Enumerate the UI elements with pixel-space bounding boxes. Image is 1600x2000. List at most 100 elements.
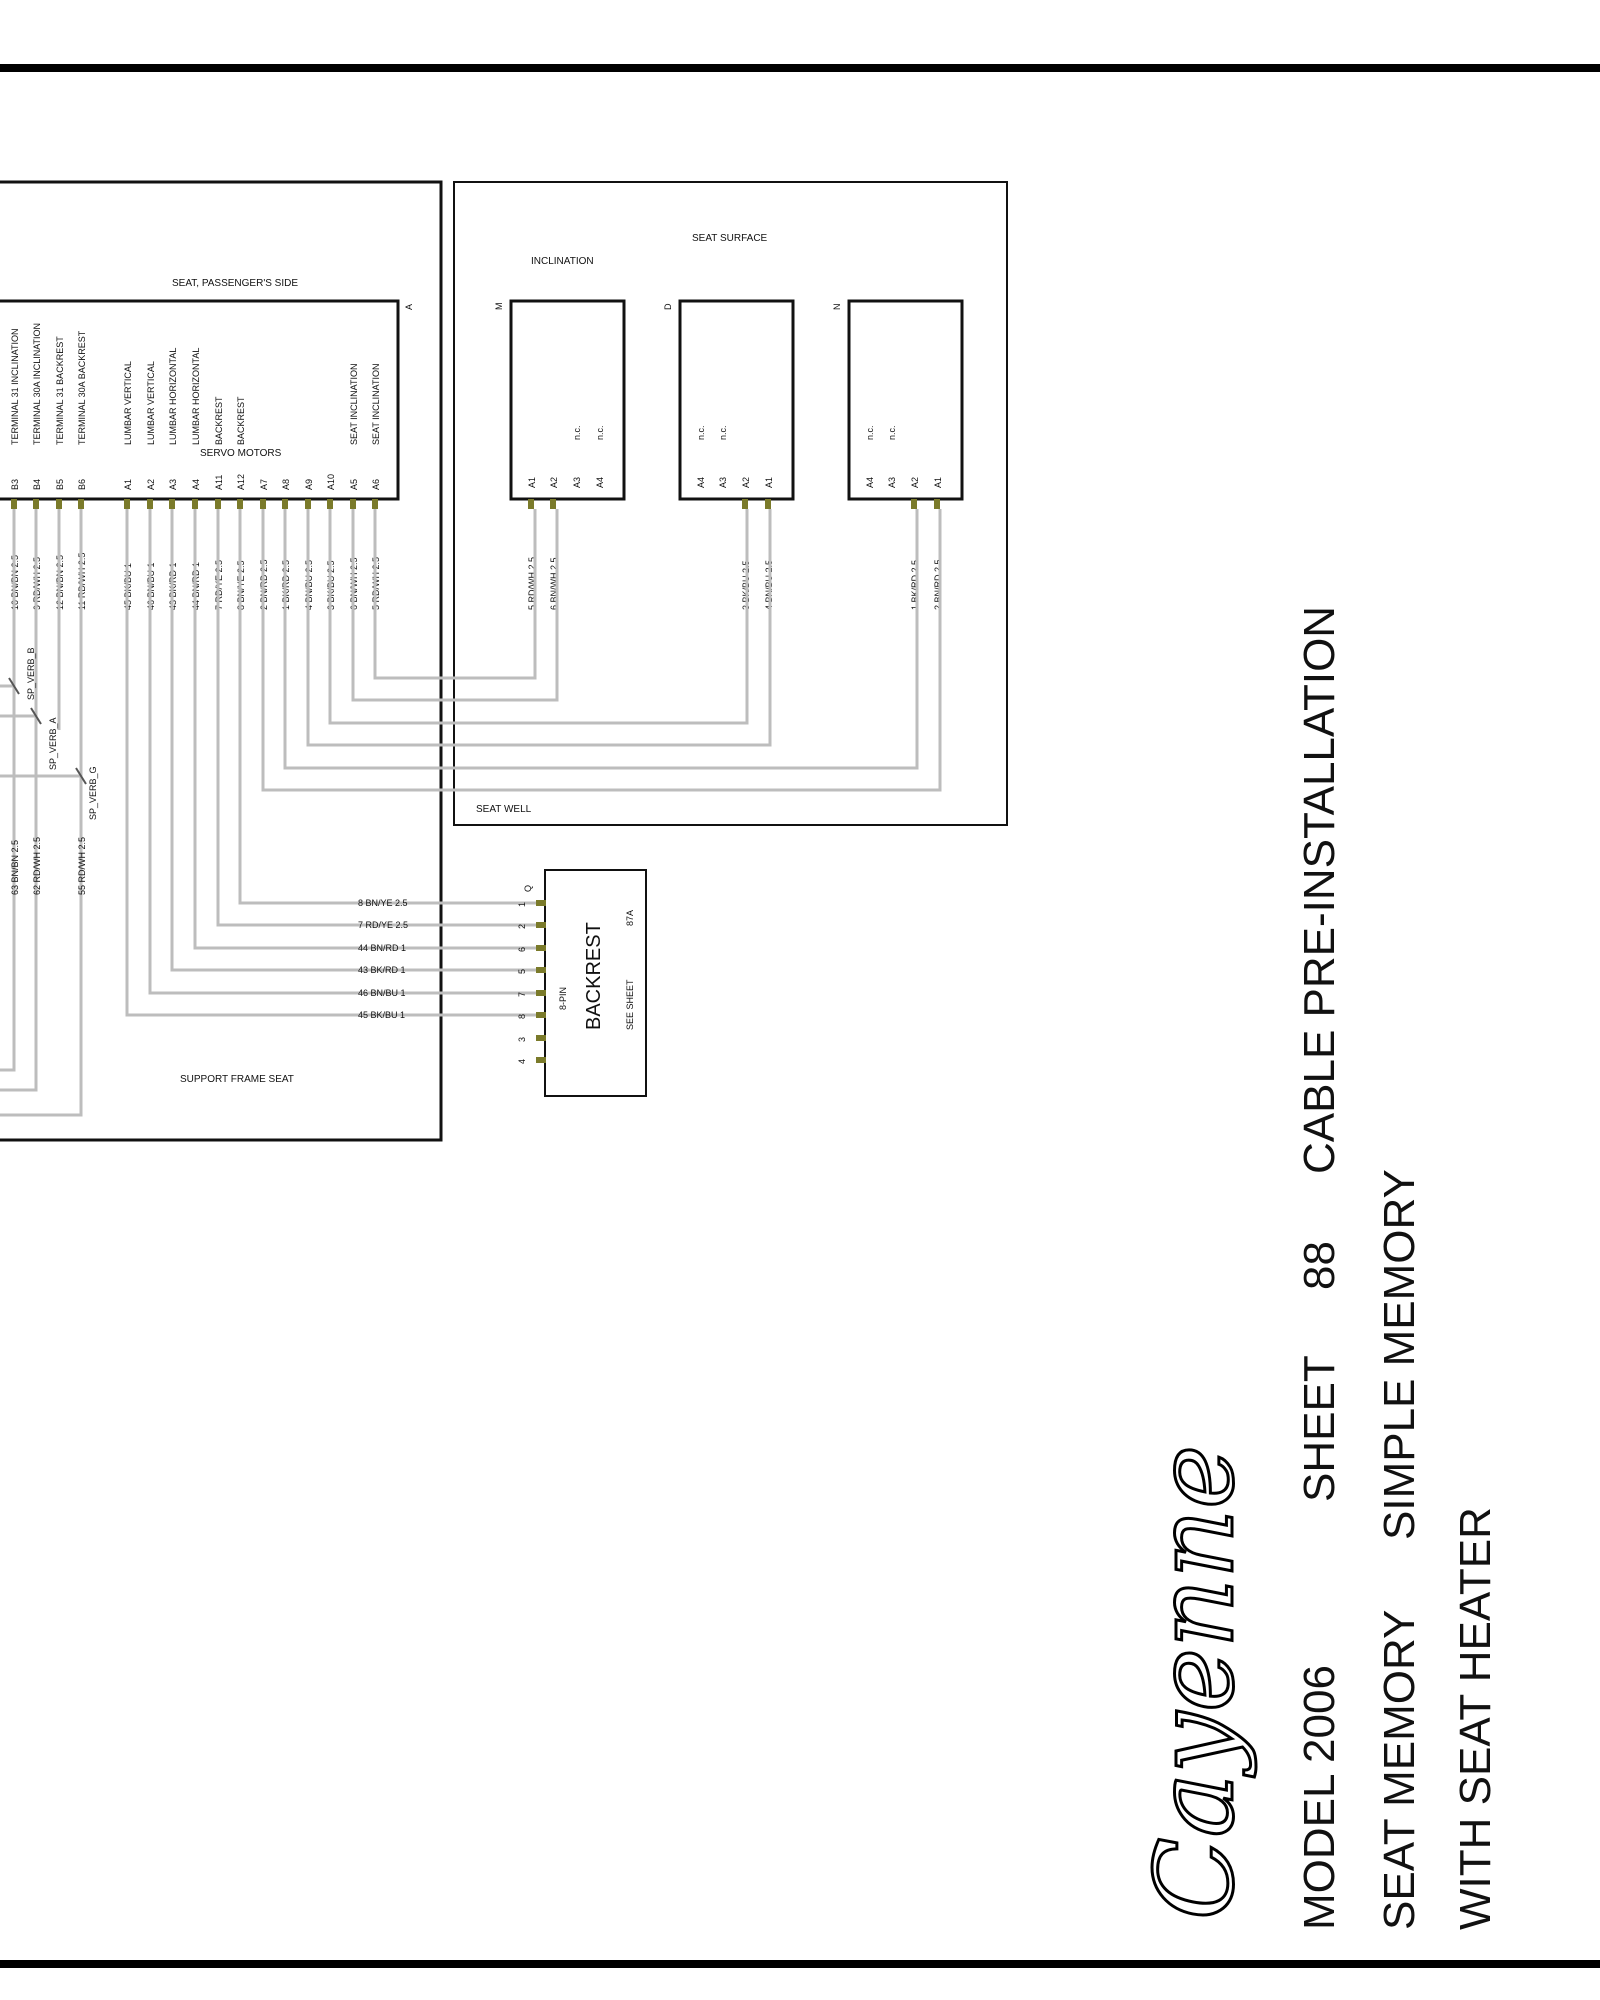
seat-connector-box [0, 299, 400, 501]
surface-pin-text: n.c. [865, 425, 875, 440]
lower-wire-label: 62 RD/WH 2.5 [32, 837, 42, 895]
surface-pin-text: n.c. [572, 425, 582, 440]
seat-wire [0, 509, 16, 1072]
backrest-letter: Q [523, 885, 533, 892]
seat-pin-terminal [260, 499, 266, 509]
splice-label: SP_VERB_A [48, 717, 58, 770]
surface-wire [328, 509, 749, 725]
seat-pin-label: A6 [371, 479, 381, 490]
seat-pin-function: SEAT INCLINATION [349, 363, 359, 445]
surface-connector-box [509, 299, 626, 501]
seat-pin-label: A8 [281, 479, 291, 490]
backrest-pin-terminal [536, 1012, 546, 1018]
seat-pin-label: A3 [168, 479, 178, 490]
lower-wire-label: 63 BN/BN 2.5 [10, 840, 20, 895]
support-frame-label: SUPPORT FRAME SEAT [180, 1074, 294, 1085]
surface-pin-terminal [911, 499, 917, 509]
surface-wire-label: 6 BN/WH 2.5 [549, 557, 559, 610]
surface-connector-box [847, 299, 964, 501]
seat-pin-terminal [192, 499, 198, 509]
seat-wire [0, 509, 83, 1117]
seat-pin-label: A11 [214, 475, 224, 490]
backrest-pin-number: 2 [517, 924, 527, 929]
splice-mark [30, 707, 42, 725]
seat-pin-terminal [215, 499, 221, 509]
surface-wire [261, 509, 942, 792]
seat-pin-label: B4 [32, 479, 42, 490]
surface-pin-text: n.c. [595, 425, 605, 440]
seat-pin-terminal [11, 499, 17, 509]
inclination-label: INCLINATION [531, 256, 594, 267]
backrest-pin-terminal [536, 990, 546, 996]
surface-wire-label: 5 RD/WH 2.5 [527, 557, 537, 610]
backrest-pin-number: 1 [517, 902, 527, 907]
seat-pin-label: A5 [349, 479, 359, 490]
surface-pin-label: A1 [933, 477, 943, 488]
surface-connector-letter: N [832, 304, 842, 311]
surface-connector-box [678, 299, 795, 501]
seat-pin-terminal [33, 499, 39, 509]
surface-pin-terminal [550, 499, 556, 509]
seat-pin-function: LUMBAR HORIZONTAL [191, 348, 201, 445]
surface-pin-label: A1 [764, 477, 774, 488]
backrest-wire-label: 7 RD/YE 2.5 [358, 920, 408, 930]
seat-pin-function: TERMINAL 30A INCLINATION [32, 323, 42, 445]
backrest-pin-number: 7 [517, 992, 527, 997]
backrest-wire [170, 509, 538, 972]
seat-surface-label: SEAT SURFACE [692, 233, 768, 244]
title-line3: WITH SEAT HEATER [1451, 1507, 1500, 1930]
title-line2b: SIMPLE MEMORY [1375, 1169, 1424, 1540]
backrest-pin-terminal [536, 1035, 546, 1041]
servo-motors-label: SERVO MOTORS [200, 448, 282, 459]
backrest-wire-label: 44 BN/RD 1 [358, 943, 406, 953]
seat-pin-function: BACKREST [214, 396, 224, 445]
backrest-sheet-ref: 87A [625, 910, 635, 926]
backrest-wire-label: 43 BK/RD 1 [358, 965, 406, 975]
seat-pin-terminal [147, 499, 153, 509]
backrest-wire [148, 509, 538, 995]
splice-label: SP_VERB_G [88, 766, 98, 820]
backrest-pin-terminal [536, 900, 546, 906]
backrest-pin-label: 8-PIN [558, 987, 568, 1010]
seat-surface-box [453, 181, 1008, 826]
seat-wire [0, 509, 38, 1092]
seat-pin-label: A12 [236, 474, 246, 490]
seat-pin-label: A2 [146, 479, 156, 490]
seat-pin-terminal [372, 499, 378, 509]
route-wires [0, 509, 942, 1117]
surface-pin-label: A3 [718, 477, 728, 488]
support-frame-box [0, 180, 443, 1142]
seat-pin-label: B5 [55, 479, 65, 490]
cayenne-logo: Cayenne [1132, 1444, 1260, 1922]
backrest-pin-number: 4 [517, 1059, 527, 1064]
backrest-wire-label: 46 BN/BU 1 [358, 988, 406, 998]
backrest-pin-number: 3 [517, 1037, 527, 1042]
title-line2a: SEAT MEMORY [1375, 1610, 1424, 1930]
splice-mark [8, 677, 20, 695]
seat-pin-function: LUMBAR VERTICAL [146, 361, 156, 445]
seat-pin-function: TERMINAL 31 INCLINATION [10, 328, 20, 445]
seat-connector-letter: A [404, 304, 414, 310]
seat-pin-function: BACKREST [236, 396, 246, 445]
seat-pin-terminal [124, 499, 130, 509]
surface-pin-label: A4 [595, 477, 605, 488]
backrest-pin-terminal [536, 967, 546, 973]
seat-block-label: SEAT, PASSENGER'S SIDE [172, 278, 298, 289]
seat-pin-terminal [327, 499, 333, 509]
top-border [0, 64, 1600, 72]
seat-pin-function: TERMINAL 30A BACKREST [77, 330, 87, 445]
surface-pin-label: A4 [696, 477, 706, 488]
surface-pin-terminal [934, 499, 940, 509]
surface-wire [306, 509, 772, 747]
surface-pin-terminal [742, 499, 748, 509]
backrest-wire [216, 509, 538, 927]
title-line1: MODEL 2006 [1295, 1665, 1344, 1930]
seat-pin-terminal [305, 499, 311, 509]
seat-pin-terminal [56, 499, 62, 509]
surface-wire-label: 2 BN/RD 2.5 [933, 559, 943, 610]
surface-wire [351, 509, 559, 702]
seat-pin-function: LUMBAR VERTICAL [123, 361, 133, 445]
